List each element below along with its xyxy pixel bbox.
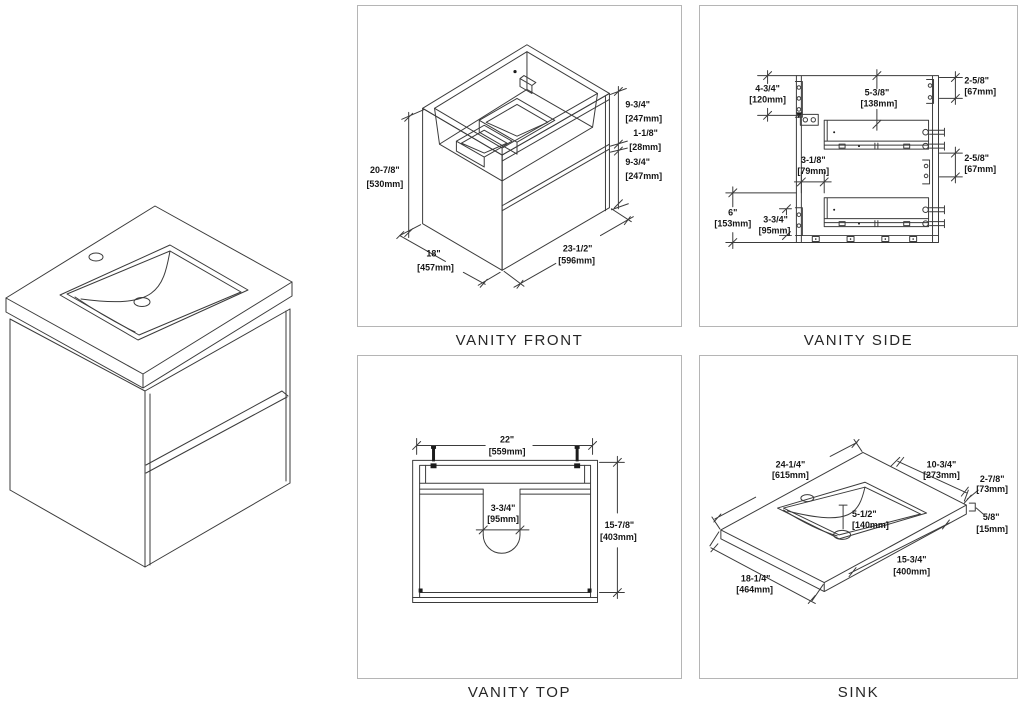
- front-dimension-lines: [396, 85, 634, 289]
- side-upper-drawer: [823, 119, 945, 151]
- vanity-front-drawing: 20-7/8" [530mm] 18" [457mm] 23-1/2" [596…: [366, 44, 662, 289]
- side-lower-drawer: [823, 197, 945, 229]
- dim-top-width-mm: [559mm]: [489, 446, 526, 456]
- sink-drawing: 24-1/4" [615mm] 10-3/4" [273mm] 2-7/8" […: [709, 438, 1008, 604]
- dim-front-gap-in: 1-1/8": [633, 128, 658, 138]
- dim-sink-backledge-mm: [73mm]: [976, 484, 1008, 494]
- dim-front-bottomdrawer-in: 9-3/4": [625, 157, 650, 167]
- side-dimension-lines: [725, 69, 963, 249]
- dim-front-width-mm: [596mm]: [558, 255, 595, 265]
- top-sink-cutout: [482, 493, 521, 554]
- top-faucet-bolts: [418, 445, 592, 593]
- top-frame-outline: [412, 459, 599, 603]
- dim-side-topinset-in: 5-3/8": [865, 87, 890, 97]
- dim-sink-faucet-mm: [140mm]: [852, 520, 889, 530]
- dim-front-gap-mm: [28mm]: [629, 142, 661, 152]
- dim-front-width-in: 23-1/2": [563, 243, 593, 253]
- side-right-hardware: [922, 79, 935, 185]
- dim-top-cutout-in: 3-3/4": [491, 503, 516, 513]
- dim-sink-depth-mm: [464mm]: [736, 585, 773, 595]
- vanity-isometric-drawing: [5, 205, 293, 568]
- dim-sink-thickness-in: 5/8": [983, 512, 1000, 522]
- dim-sink-thickness-mm: [15mm]: [976, 524, 1008, 534]
- dim-sink-basinwidth-mm: [273mm]: [923, 470, 960, 480]
- dim-sink-backledge-in: 2-7/8": [980, 474, 1005, 484]
- dim-side-backoffset-in: 4-3/4": [755, 83, 780, 93]
- dim-front-depth-in: 18": [426, 248, 440, 258]
- dim-side-upperright-in: 2-5/8": [964, 76, 989, 86]
- caption-vanity-front: VANITY FRONT: [455, 332, 584, 349]
- panel-vanity-top: 22" [559mm] 3-3/4" [95mm] 15-7/8" [403mm…: [357, 355, 682, 679]
- sink-dimension-lines: [709, 438, 984, 604]
- dim-side-midspacing-in: 3-1/8": [801, 155, 826, 165]
- dim-sink-width-in: 24-1/4": [776, 459, 806, 469]
- top-dimension-lines: [412, 437, 625, 599]
- iso-cabinet: [9, 308, 291, 568]
- dim-sink-basindepth-in: 15-3/4": [897, 555, 927, 565]
- vanity-side-drawing: 4-3/4" [120mm] 5-3/8" [138mm] 2-5/8" [67…: [714, 69, 996, 249]
- dim-side-toespace-mm: [95mm]: [759, 226, 791, 236]
- dim-sink-basinwidth-in: 10-3/4": [927, 459, 957, 469]
- dim-side-upperright-mm: [67mm]: [964, 86, 996, 96]
- dim-side-topinset-mm: [138mm]: [860, 98, 897, 108]
- side-cabinet-outline: [795, 75, 939, 244]
- dim-side-lowerright-in: 2-5/8": [964, 153, 989, 163]
- dim-front-depth-mm: [457mm]: [417, 262, 454, 272]
- panel-sink: 24-1/4" [615mm] 10-3/4" [273mm] 2-7/8" […: [699, 355, 1018, 679]
- sink-slab: [720, 451, 967, 593]
- caption-sink: SINK: [837, 684, 880, 701]
- dim-top-depth-mm: [403mm]: [600, 532, 637, 542]
- dim-side-midspacing-mm: [79mm]: [797, 166, 829, 176]
- dim-front-height-in: 20-7/8": [370, 165, 400, 175]
- panel-vanity-side: 4-3/4" [120mm] 5-3/8" [138mm] 2-5/8" [67…: [699, 5, 1018, 327]
- dim-top-width-in: 22": [500, 434, 514, 444]
- dim-top-cutout-mm: [95mm]: [487, 514, 519, 524]
- dim-side-bottomheight-mm: [153mm]: [714, 219, 751, 229]
- iso-countertop: [5, 205, 293, 389]
- dim-front-topdrawer-mm: [247mm]: [625, 113, 662, 123]
- dim-sink-basindepth-mm: [400mm]: [893, 567, 930, 577]
- side-bottom-fasteners: [811, 236, 918, 243]
- dim-front-height-mm: [530mm]: [366, 179, 403, 189]
- dim-front-bottomdrawer-mm: [247mm]: [625, 171, 662, 181]
- caption-vanity-side: VANITY SIDE: [803, 332, 914, 349]
- panel-vanity-front: 20-7/8" [530mm] 18" [457mm] 23-1/2" [596…: [357, 5, 682, 327]
- front-drawer-boxes: [455, 70, 556, 168]
- dim-side-toespace-in: 3-3/4": [763, 215, 788, 225]
- dim-side-backoffset-mm: [120mm]: [749, 94, 786, 104]
- dim-side-lowerright-mm: [67mm]: [964, 164, 996, 174]
- vanity-top-drawing: 22" [559mm] 3-3/4" [95mm] 15-7/8" [403mm…: [412, 434, 637, 603]
- side-left-hardware: [794, 81, 819, 237]
- caption-vanity-top: VANITY TOP: [467, 684, 572, 701]
- dim-top-depth-in: 15-7/8": [605, 520, 635, 530]
- front-cabinet-outline: [422, 44, 610, 271]
- dim-sink-faucet-in: 5-1/2": [852, 509, 877, 519]
- dim-front-topdrawer-in: 9-3/4": [625, 99, 650, 109]
- dim-sink-depth-in: 18-1/4": [741, 574, 771, 584]
- dim-side-bottomheight-in: 6": [728, 208, 737, 218]
- dim-sink-width-mm: [615mm]: [772, 470, 809, 480]
